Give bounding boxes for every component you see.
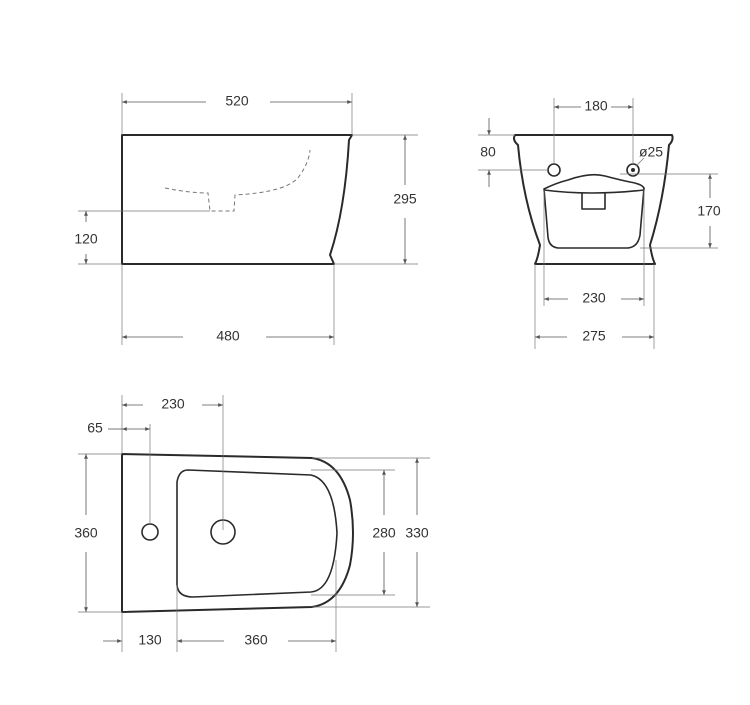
side-view-hidden-bowl bbox=[164, 149, 311, 212]
side-view: 520 480 295 120 bbox=[74, 93, 418, 345]
dim-hole-spacing: 180 bbox=[584, 98, 608, 114]
dim-outlet-height: 170 bbox=[697, 203, 721, 219]
dim-hole-diameter: ø25 bbox=[639, 144, 663, 160]
rear-view-outlet bbox=[543, 173, 645, 249]
dim-tap-to-drain: 230 bbox=[161, 396, 185, 412]
tap-hole bbox=[141, 523, 159, 541]
dim-outlet-height: 120 bbox=[74, 231, 98, 247]
side-view-outline bbox=[121, 134, 353, 265]
top-view: 230 65 360 280 330 130 360 bbox=[74, 395, 430, 652]
dim-bowl-width: 280 bbox=[372, 525, 396, 541]
rear-view: 180 ø25 80 170 230 275 bbox=[478, 98, 721, 349]
dim-tap-offset: 65 bbox=[87, 420, 103, 436]
dim-rear-to-bowl: 130 bbox=[138, 632, 162, 648]
dim-bowl-length: 360 bbox=[244, 632, 268, 648]
top-view-outline bbox=[121, 453, 354, 613]
rear-view-outline bbox=[513, 134, 674, 265]
dim-overall-width: 360 bbox=[74, 525, 98, 541]
dim-height: 295 bbox=[393, 191, 417, 207]
top-view-bowl bbox=[176, 469, 338, 598]
dim-base-length: 480 bbox=[216, 328, 240, 344]
dim-overall-length: 520 bbox=[225, 93, 249, 109]
dim-outlet-width: 230 bbox=[582, 290, 606, 306]
dim-rim-width: 330 bbox=[405, 525, 429, 541]
dim-hole-height: 80 bbox=[480, 144, 496, 160]
dim-base-width: 275 bbox=[582, 328, 606, 344]
water-inlet-hole bbox=[547, 163, 561, 177]
